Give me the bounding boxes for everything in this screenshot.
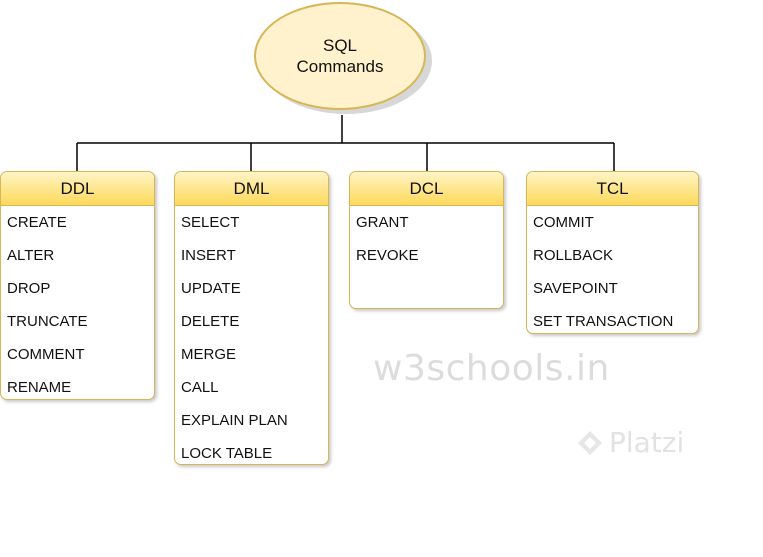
ddl-item-drop: DROP xyxy=(7,280,51,297)
dml-item-update: UPDATE xyxy=(181,280,241,297)
dml-item-merge: MERGE xyxy=(181,346,237,363)
tcl-item-savepoint: SAVEPOINT xyxy=(533,280,618,297)
dcl-item-revoke: REVOKE xyxy=(356,247,419,264)
tcl-item-set-transaction: SET TRANSACTION xyxy=(533,313,674,330)
dml-box: DML SELECT INSERT UPDATE DELETE MERGE CA… xyxy=(174,171,329,465)
dml-item-select: SELECT xyxy=(181,214,240,231)
platzi-watermark-text: Platzi xyxy=(609,426,685,459)
dml-item-call: CALL xyxy=(181,379,219,396)
site-watermark: w3schools.in xyxy=(373,348,610,389)
ddl-item-comment: COMMENT xyxy=(7,346,85,363)
dml-item-lock-table: LOCK TABLE xyxy=(181,445,273,462)
ddl-box: DDL CREATE ALTER DROP TRUNCATE COMMENT R… xyxy=(0,171,155,400)
ddl-item-truncate: TRUNCATE xyxy=(7,313,88,330)
dml-item-insert: INSERT xyxy=(181,247,236,264)
root-title-line2: Commands xyxy=(296,57,384,76)
dcl-header: DCL xyxy=(350,172,503,206)
dcl-box: DCL GRANT REVOKE xyxy=(349,171,504,309)
root-title-line1: SQL xyxy=(322,36,358,55)
dcl-item-grant: GRANT xyxy=(356,214,409,231)
dml-header: DML xyxy=(175,172,328,206)
platzi-watermark: Platzi xyxy=(577,426,684,459)
tcl-item-rollback: ROLLBACK xyxy=(533,247,614,264)
tcl-item-commit: COMMIT xyxy=(533,214,594,231)
root-node: SQL Commands xyxy=(254,2,432,116)
ddl-item-rename: RENAME xyxy=(7,379,72,396)
tcl-header: TCL xyxy=(527,172,698,206)
ddl-item-alter: ALTER xyxy=(7,247,55,264)
platzi-logo-icon xyxy=(578,430,602,455)
ddl-header: DDL xyxy=(1,172,154,206)
dml-item-delete: DELETE xyxy=(181,313,240,330)
root-node-ellipse: SQL Commands xyxy=(254,2,426,110)
dml-item-explain-plan: EXPLAIN PLAN xyxy=(181,412,288,429)
ddl-item-create: CREATE xyxy=(7,214,67,231)
tcl-box: TCL COMMIT ROLLBACK SAVEPOINT SET TRANSA… xyxy=(526,171,699,334)
